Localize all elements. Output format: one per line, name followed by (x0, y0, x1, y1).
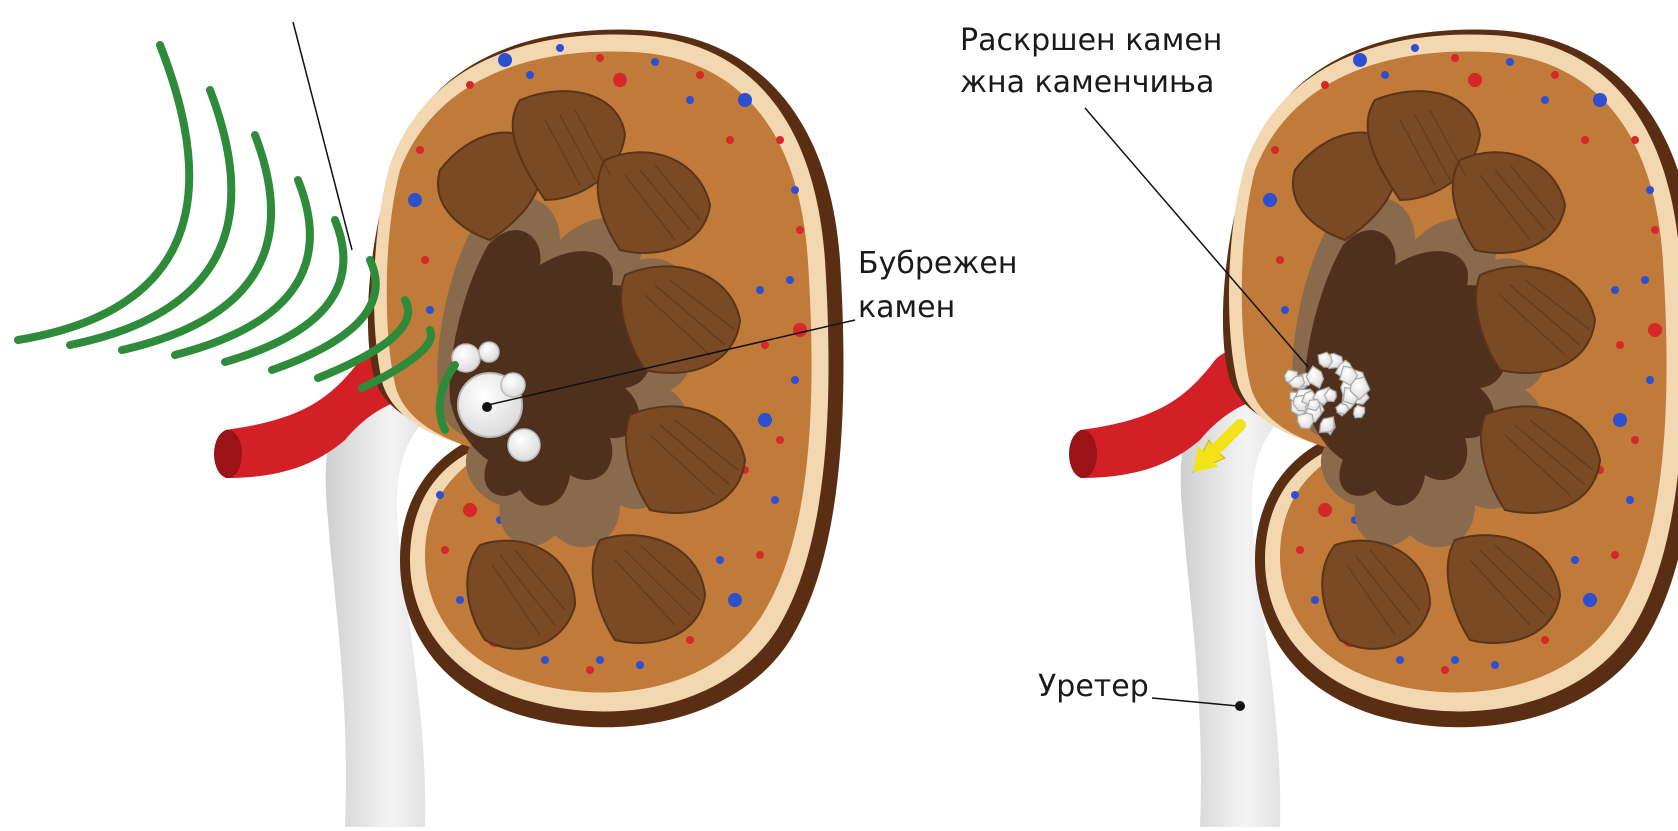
leader-line-shockwave (293, 22, 352, 250)
shockwave-arc (18, 45, 189, 340)
kidney-stone-label-line1: Бубрежен (858, 245, 1017, 283)
crushed-stone-label-line2: жна каменчиња (960, 64, 1214, 102)
ureter-pointer-dot (1235, 701, 1245, 711)
ureter-label: Уретер (1038, 668, 1149, 706)
kidney-after (1069, 30, 1678, 827)
shockwave-arc (70, 90, 231, 345)
crushed-stone-label-line1: Раскршен камен (960, 22, 1222, 60)
stone-fragment (1297, 413, 1313, 429)
stone-fragment (1353, 405, 1364, 418)
kidney-before (214, 30, 843, 827)
kidney-stone-label-line2: камен (858, 289, 955, 327)
shockwave-arc (272, 260, 376, 370)
